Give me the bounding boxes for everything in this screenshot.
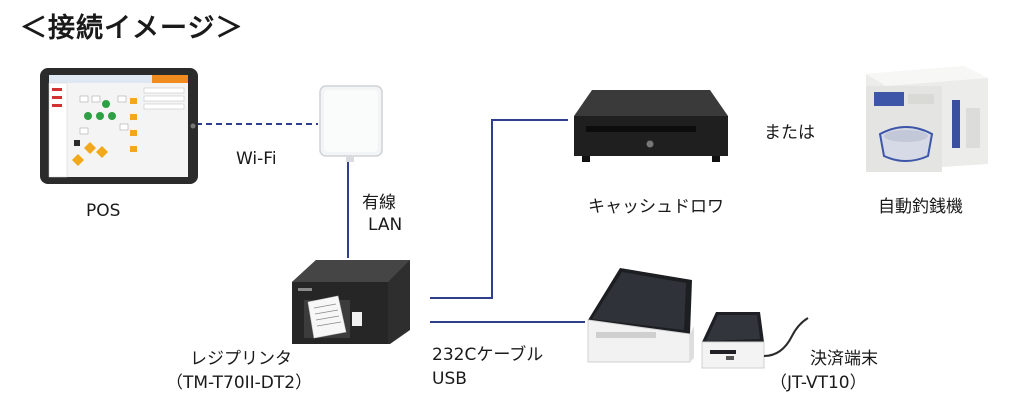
change-machine-icon <box>866 66 988 172</box>
serial-label-line1: 232Cケーブル <box>432 345 544 365</box>
pos-label: POS <box>86 201 121 221</box>
receipt-printer-icon <box>292 260 410 344</box>
changer-label: 自動釣銭機 <box>878 197 963 217</box>
lan-label-line1: 有線 <box>362 193 396 213</box>
printer-label-line1: レジプリンタ <box>190 349 292 369</box>
payment-terminal-icon <box>587 268 694 363</box>
serial-label-line2: USB <box>432 369 467 389</box>
wireless-router-icon <box>319 85 383 162</box>
pos-tablet-icon <box>40 68 198 184</box>
payment-label-line2: （JT-VT10） <box>770 373 867 393</box>
page-title: ＜接続イメージ＞ <box>20 13 244 44</box>
card-reader-icon <box>701 312 809 369</box>
drawer-link <box>430 119 568 299</box>
drawer-label: キャッシュドロワ <box>588 197 724 217</box>
alternative-label: または <box>764 123 815 143</box>
cash-drawer-icon <box>574 90 728 162</box>
lan-label-line2: LAN <box>368 215 403 235</box>
printer-label-line2: （TM-T70II-DT2） <box>166 373 313 393</box>
payment-label-line1: 決済端末 <box>810 349 878 369</box>
wifi-label: Wi-Fi <box>236 149 277 169</box>
